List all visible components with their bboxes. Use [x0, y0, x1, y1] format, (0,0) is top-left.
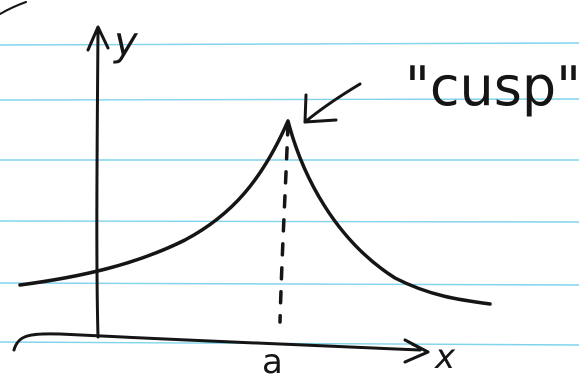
- x-axis-label: x: [434, 337, 456, 375]
- corner-stroke: [0, 1, 27, 15]
- x-axis-arrowhead: [403, 338, 430, 364]
- cusp-curve: [18, 119, 492, 306]
- y-axis-label: y: [113, 19, 139, 65]
- x-axis: [12, 332, 422, 352]
- y-axis-arrowhead: [86, 25, 110, 52]
- y-axis: [95, 28, 100, 339]
- cusp-annotation: "cusp": [405, 55, 579, 118]
- annotation-arrow: [303, 82, 362, 124]
- ruled-line: [0, 42, 579, 46]
- annotation-arrowhead: [303, 93, 338, 124]
- ruled-line: [0, 220, 579, 223]
- cusp-dashed-line: [278, 122, 290, 324]
- point-label-a: a: [262, 342, 283, 375]
- ruled-line: [0, 282, 579, 286]
